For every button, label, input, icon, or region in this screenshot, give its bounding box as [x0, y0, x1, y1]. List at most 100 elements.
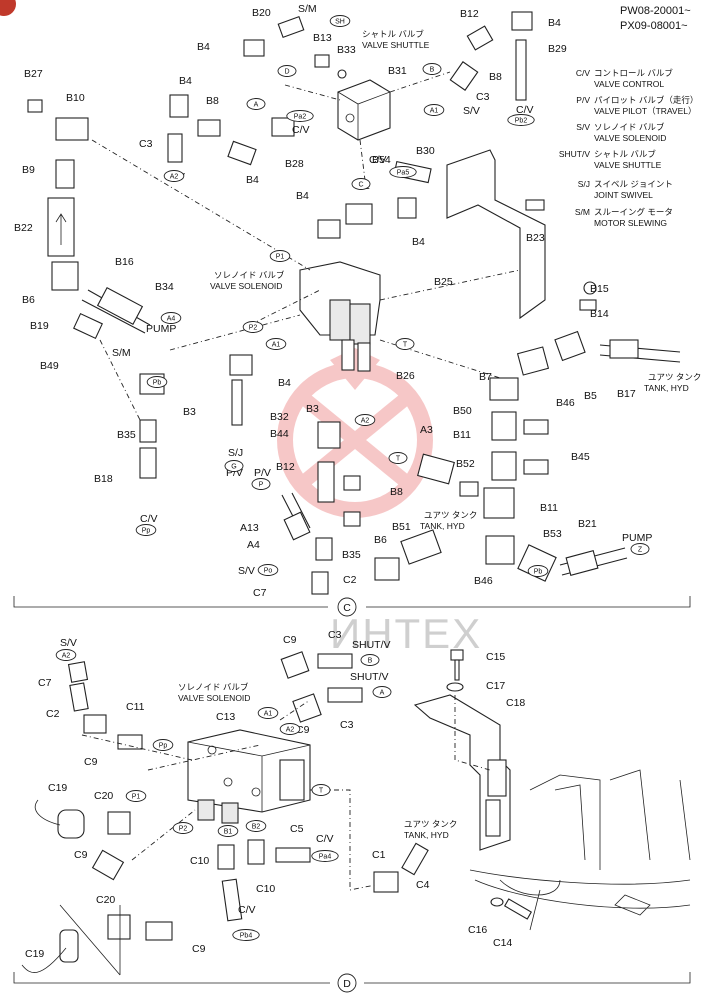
section-c-labels: シャトル バルブ VALVE SHUTTLE ソレノイド バルブ VALVE S…: [146, 29, 701, 544]
c-solenoid-en: VALVE SOLENOID: [210, 281, 282, 291]
legend-en-5: JOINT SWIVEL: [594, 190, 653, 200]
c-port-tag: T: [395, 338, 415, 350]
c-port-tag: A1: [265, 338, 287, 350]
c-pump-1: PUMP: [146, 323, 176, 335]
c-part-label: C/V: [140, 513, 158, 525]
svg-text:SH: SH: [335, 19, 345, 26]
legend-en-2: VALVE PILOT（TRAVEL）: [594, 106, 697, 116]
watermark-text: ИНТЕХ: [330, 610, 482, 657]
corner-badge: [0, 0, 16, 16]
svg-text:C: C: [358, 182, 363, 189]
c-port-tag: Pb: [527, 565, 549, 577]
d-part-label: C9: [84, 756, 98, 768]
svg-text:T: T: [319, 788, 324, 795]
c-part-label: S/V: [463, 105, 480, 117]
c-port-tag: A: [246, 98, 266, 110]
d-part-label: SHUT/V: [352, 639, 391, 651]
svg-text:P: P: [259, 482, 264, 489]
c-part-label: B34: [155, 281, 174, 293]
svg-text:Pa2: Pa2: [294, 114, 307, 121]
d-part-label: S/V: [60, 637, 77, 649]
c-tank-jp-2: ユアツ タンク: [648, 372, 701, 382]
svg-text:B1: B1: [224, 829, 233, 836]
legend-abbr-3: S/V: [576, 122, 590, 132]
legend: C/V コントロール バルブ VALVE CONTROL P/V パイロット バ…: [559, 68, 699, 228]
c-part-label: B31: [388, 65, 407, 77]
d-part-label: C11: [126, 701, 145, 713]
c-part-label: B8: [489, 71, 502, 83]
d-part-label: C3: [340, 719, 354, 731]
legend-abbr-2: P/V: [576, 95, 590, 105]
d-part-label: SHUT/V: [350, 671, 389, 683]
c-port-tag: T: [388, 452, 408, 464]
c-part-label: B54: [372, 154, 391, 166]
c-tank-en-2: TANK, HYD: [644, 383, 689, 393]
c-part-label: B19: [30, 320, 49, 332]
c-part-label: B11: [540, 502, 558, 514]
legend-jp-3: ソレノイド バルブ: [594, 122, 665, 132]
svg-text:P1: P1: [132, 794, 141, 801]
d-part-label: C10: [256, 883, 275, 895]
c-part-label: B32: [270, 411, 289, 423]
c-part-label: A13: [240, 522, 259, 534]
legend-jp-6: スルーイング モータ: [594, 207, 673, 217]
c-part-label: C3: [476, 91, 490, 103]
c-tank-en: TANK, HYD: [420, 521, 465, 531]
legend-jp-2: パイロット バルブ（走行）: [594, 95, 698, 105]
c-part-label: B23: [526, 232, 545, 244]
svg-text:T: T: [403, 342, 408, 349]
c-part-label: B21: [578, 518, 597, 530]
c-port-tag: Z: [630, 543, 650, 555]
c-solenoid-jp: ソレノイド バルブ: [214, 270, 285, 280]
svg-text:P1: P1: [276, 254, 285, 261]
c-part-label: B4: [179, 75, 192, 87]
svg-text:A1: A1: [430, 108, 439, 115]
d-solenoid-en: VALVE SOLENOID: [178, 693, 250, 703]
legend-en-4: VALVE SHUTTLE: [594, 160, 662, 170]
c-port-tag: Pa2: [286, 110, 314, 122]
svg-text:A1: A1: [272, 342, 281, 349]
d-tank-jp: ユアツ タンク: [404, 819, 457, 829]
c-part-label: B6: [22, 294, 35, 306]
d-part-label: C4: [416, 879, 430, 891]
d-part-label: C/V: [316, 833, 334, 845]
serial-1: PW08-20001~: [620, 5, 691, 17]
c-part-label: B53: [543, 528, 562, 540]
d-part-label: C15: [486, 651, 505, 663]
svg-text:A2: A2: [286, 727, 295, 734]
svg-text:B: B: [430, 67, 435, 74]
c-part-label: C2: [343, 574, 357, 586]
d-part-label: C19: [25, 948, 44, 960]
serial-2: PX09-08001~: [620, 20, 688, 32]
c-part-label: B14: [590, 308, 609, 320]
d-part-label: C20: [94, 790, 113, 802]
c-port-tag: Po: [257, 564, 279, 576]
c-shuttle-en: VALVE SHUTTLE: [362, 40, 430, 50]
legend-en-1: VALVE CONTROL: [594, 79, 664, 89]
d-port-tag: A2: [55, 649, 77, 661]
section-d-drawing: [13, 649, 691, 984]
d-tank-en: TANK, HYD: [404, 830, 449, 840]
d-part-label: C9: [192, 943, 206, 955]
svg-text:Pp: Pp: [142, 528, 151, 535]
c-part-label: B33: [337, 44, 356, 56]
c-port-tag: G: [224, 460, 244, 472]
legend-abbr-1: C/V: [576, 68, 591, 78]
c-part-label: B4: [548, 17, 561, 29]
svg-text:B2: B2: [252, 824, 261, 831]
d-part-label: C1: [372, 849, 386, 861]
d-port-tag: B: [360, 654, 380, 666]
legend-en-3: VALVE SOLENOID: [594, 133, 666, 143]
svg-text:A2: A2: [361, 418, 370, 425]
section-d-marker-label: D: [343, 978, 351, 990]
c-part-label: B30: [416, 145, 435, 157]
svg-text:Pa5: Pa5: [397, 170, 410, 177]
c-part-label: B5: [584, 390, 597, 402]
svg-text:B: B: [368, 658, 373, 665]
d-part-label: C2: [46, 708, 60, 720]
d-port-tag: B1: [217, 825, 239, 837]
svg-text:P2: P2: [179, 826, 188, 833]
